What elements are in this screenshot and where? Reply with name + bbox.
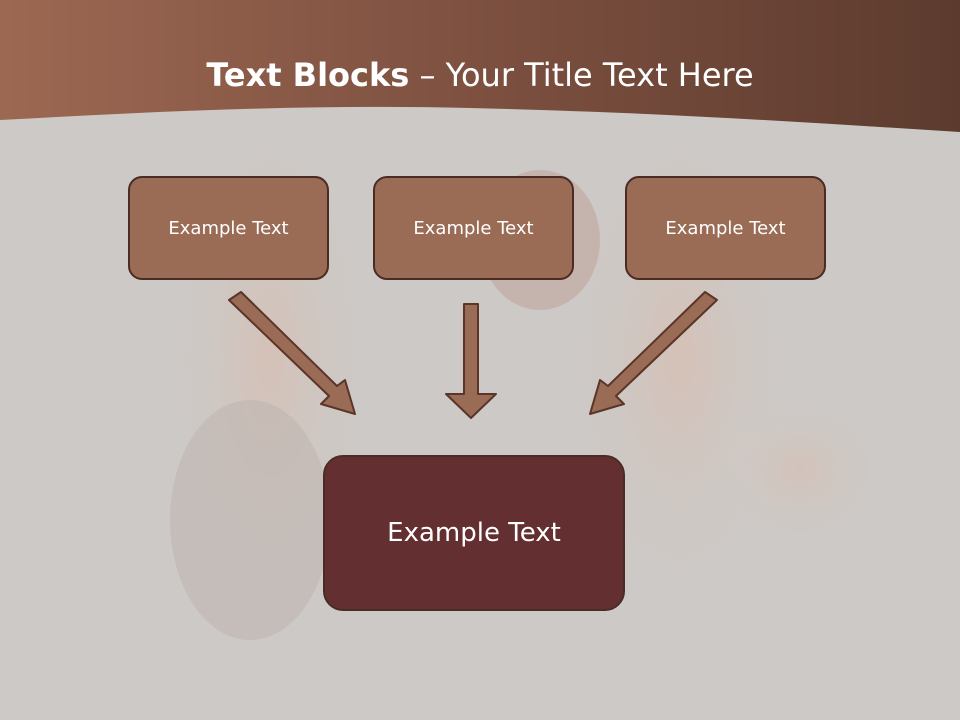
arrow-right (589, 291, 718, 415)
main-text-block: Example Text (323, 455, 625, 611)
main-text-block-label: Example Text (387, 518, 561, 548)
text-block-3-label: Example Text (665, 217, 786, 239)
arrow-center (445, 303, 497, 419)
text-block-2: Example Text (373, 176, 574, 280)
text-block-2-label: Example Text (413, 217, 534, 239)
title-bold-part: Text Blocks (206, 56, 410, 94)
text-block-3: Example Text (625, 176, 826, 280)
text-block-1: Example Text (128, 176, 329, 280)
slide-title: Text Blocks – Your Title Text Here (0, 52, 960, 98)
text-block-1-label: Example Text (168, 217, 289, 239)
title-rest-part: – Your Title Text Here (409, 56, 754, 94)
arrow-left (228, 291, 356, 415)
